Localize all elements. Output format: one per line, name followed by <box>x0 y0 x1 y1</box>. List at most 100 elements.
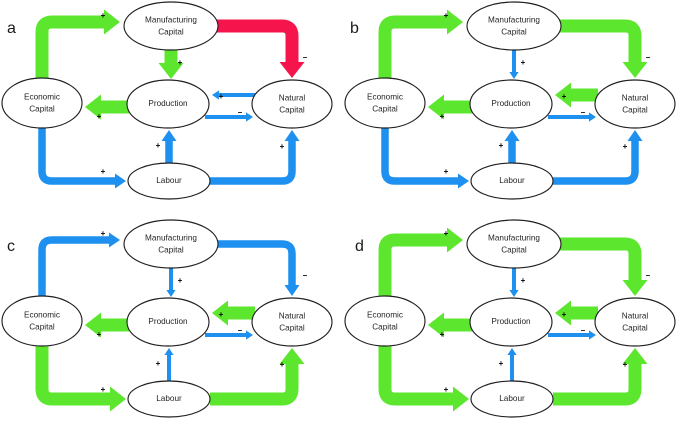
node-production-ellipse[interactable] <box>469 297 553 347</box>
node-economic-ellipse[interactable] <box>344 295 426 347</box>
node-manufacturing-label-2: Capital <box>158 28 184 37</box>
node-natural-label-2: Capital <box>622 106 648 115</box>
edge-production-to-economic <box>85 94 129 120</box>
edge-economic-to-manufacturing-head <box>447 227 463 253</box>
sign-manufacturing-to-production: + <box>521 58 526 67</box>
edge-labour-to-production-head <box>161 130 177 141</box>
node-natural-label-2: Capital <box>279 106 305 115</box>
sign-economic-to-labour: + <box>101 385 106 394</box>
edge-production-to-natural <box>548 330 596 340</box>
sign-manufacturing-to-natural: – <box>303 53 308 62</box>
edge-labour-to-natural-shaft <box>553 141 639 185</box>
node-labour-label: Labour <box>499 176 525 185</box>
edge-production-to-economic-head <box>428 312 444 338</box>
node-natural-ellipse[interactable] <box>594 79 676 129</box>
edge-production-to-natural-head <box>246 112 253 122</box>
sign-production-to-economic: + <box>97 330 102 339</box>
sign-natural-to-production: + <box>219 310 224 319</box>
node-labour-ellipse[interactable] <box>470 380 554 418</box>
edge-labour-to-natural-head <box>279 348 305 364</box>
edge-manufacturing-to-production <box>509 50 519 79</box>
edge-manufacturing-to-production-head <box>509 290 519 297</box>
node-natural-ellipse[interactable] <box>251 297 333 347</box>
node-labour[interactable]: Labour <box>127 380 211 418</box>
sign-labour-to-natural: + <box>280 142 285 151</box>
edge-economic-to-manufacturing <box>38 232 120 296</box>
sign-production-to-natural: – <box>238 108 243 117</box>
edge-manufacturing-to-production-head <box>509 72 519 79</box>
edge-labour-to-production <box>164 348 174 381</box>
nodes: ManufacturingCapitalEconomicCapitalProdu… <box>344 1 676 200</box>
node-manufacturing-label: Manufacturing <box>488 16 540 25</box>
edge-manufacturing-to-production-head <box>166 290 176 297</box>
sign-manufacturing-to-natural: – <box>646 53 651 62</box>
node-production[interactable]: Production <box>126 297 210 347</box>
sign-labour-to-natural: + <box>623 142 628 151</box>
edge-natural-to-production-head <box>555 300 571 326</box>
sign-labour-to-production: + <box>499 141 504 150</box>
edge-labour-to-natural-head <box>622 348 648 364</box>
edge-economic-to-labour-shaft <box>378 346 453 406</box>
node-labour-ellipse[interactable] <box>127 380 211 418</box>
edge-manufacturing-to-natural-shaft <box>557 19 642 62</box>
edge-production-to-natural <box>548 112 596 122</box>
node-production[interactable]: Production <box>469 79 553 129</box>
edges <box>35 232 305 412</box>
node-manufacturing-label: Manufacturing <box>488 234 540 243</box>
node-economic-ellipse[interactable] <box>1 295 83 347</box>
node-natural-label-2: Capital <box>279 324 305 333</box>
node-labour-ellipse[interactable] <box>470 162 554 200</box>
edge-economic-to-manufacturing-shaft <box>378 233 447 296</box>
edge-economic-to-labour <box>35 346 126 412</box>
node-economic-ellipse[interactable] <box>344 77 426 129</box>
node-manufacturing-ellipse[interactable] <box>466 1 562 51</box>
edge-production-to-economic-head <box>85 312 101 338</box>
node-production[interactable]: Production <box>469 297 553 347</box>
node-natural-ellipse[interactable] <box>594 297 676 347</box>
edge-production-to-natural-head <box>589 330 596 340</box>
node-natural-ellipse[interactable] <box>251 79 333 129</box>
node-production[interactable]: Production <box>126 79 210 129</box>
node-labour[interactable]: Labour <box>470 380 554 418</box>
node-natural-label-2: Capital <box>622 324 648 333</box>
node-labour-ellipse[interactable] <box>127 162 211 200</box>
edge-manufacturing-to-natural <box>214 19 305 78</box>
node-labour[interactable]: Labour <box>470 162 554 200</box>
edge-production-to-economic-head <box>428 94 444 120</box>
node-manufacturing-ellipse[interactable] <box>123 1 219 51</box>
node-production-ellipse[interactable] <box>126 79 210 129</box>
panel-letter-a: a <box>7 20 16 37</box>
sign-production-to-natural: – <box>238 326 243 335</box>
node-economic-label-2: Capital <box>29 105 55 114</box>
node-manufacturing-label: Manufacturing <box>145 16 197 25</box>
edge-economic-to-manufacturing-shaft <box>35 15 104 78</box>
node-manufacturing-ellipse[interactable] <box>123 219 219 269</box>
node-manufacturing-ellipse[interactable] <box>466 219 562 269</box>
node-production-ellipse[interactable] <box>126 297 210 347</box>
sign-manufacturing-to-production: + <box>178 276 183 285</box>
node-production-ellipse[interactable] <box>469 79 553 129</box>
sign-natural-to-production: + <box>562 310 567 319</box>
sign-economic-to-labour: + <box>444 167 449 176</box>
nodes: ManufacturingCapitalEconomicCapitalProdu… <box>1 1 333 200</box>
edge-manufacturing-to-natural <box>557 19 648 78</box>
edge-economic-to-labour-head <box>453 386 469 412</box>
sign-labour-to-production: + <box>156 359 161 368</box>
node-labour[interactable]: Labour <box>127 162 211 200</box>
edge-natural-to-production-head <box>212 300 228 326</box>
node-economic-ellipse[interactable] <box>1 77 83 129</box>
